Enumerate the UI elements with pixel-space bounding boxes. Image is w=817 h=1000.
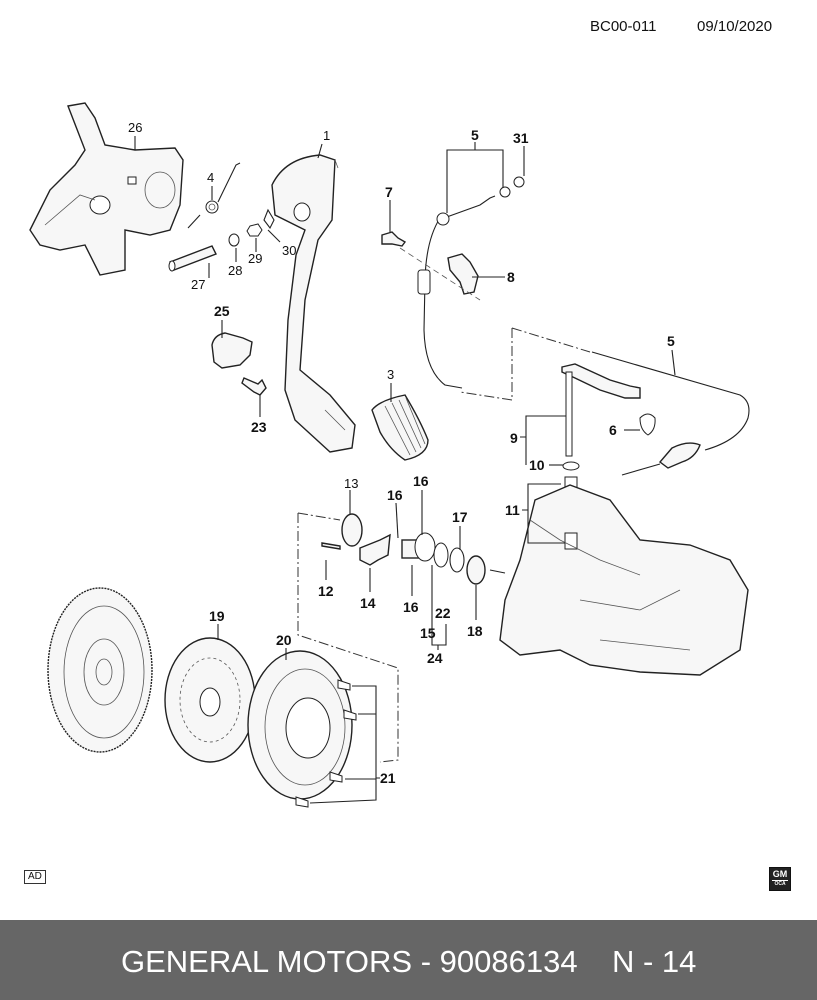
pressure-plate-part[interactable] [247, 650, 353, 800]
release-bearing-sleeve-part[interactable] [341, 513, 363, 547]
callout-1: 1 [323, 128, 330, 143]
transmission-part[interactable] [489, 484, 749, 676]
clutch-cable-upper-part[interactable] [417, 176, 525, 389]
assembly-boundary [297, 512, 399, 763]
callout-22: 22 [435, 605, 451, 621]
callout-29: 29 [248, 251, 262, 266]
washer-part[interactable] [228, 233, 240, 247]
diagram-date: 09/10/2020 [697, 18, 773, 35]
washer-part[interactable] [562, 461, 580, 471]
callout-21: 21 [380, 770, 396, 786]
o-ring-part[interactable] [449, 547, 465, 573]
release-fork-part[interactable] [359, 533, 391, 566]
bolt-part[interactable] [329, 771, 343, 783]
footer-page-number: N - 14 [612, 944, 697, 979]
callout-3: 3 [387, 367, 394, 382]
callout-16-c: 16 [403, 599, 419, 615]
clip-part[interactable] [639, 413, 656, 436]
callout-14: 14 [360, 595, 376, 611]
bolt-part[interactable] [337, 679, 351, 691]
nut-part[interactable] [246, 223, 263, 237]
callout-10: 10 [529, 457, 545, 473]
clutch-pedal-part[interactable] [271, 154, 356, 453]
callout-18: 18 [467, 623, 483, 639]
callout-12: 12 [318, 583, 334, 599]
callout-24: 24 [427, 650, 443, 666]
callout-26: 26 [128, 120, 142, 135]
callout-8: 8 [507, 269, 515, 285]
callout-19: 19 [209, 608, 225, 624]
assembly-boundary [459, 327, 591, 401]
switch-part[interactable] [211, 332, 253, 369]
callout-20: 20 [276, 632, 292, 648]
callout-16-a: 16 [387, 487, 403, 503]
callout-13: 13 [344, 476, 358, 491]
leader-lines [134, 136, 676, 804]
clip-part[interactable] [263, 208, 275, 230]
callout-4: 4 [207, 170, 214, 185]
bolt-part[interactable] [241, 377, 267, 396]
guide-bearing-part[interactable] [466, 555, 486, 585]
gm-logo-subtext: OCA [772, 880, 788, 888]
clutch-cable-lower-part[interactable] [591, 351, 750, 476]
footer-bar: GENERAL MOTORS - 90086134 N - 14 [0, 920, 817, 1000]
footer-title: GENERAL MOTORS - 90086134 [121, 944, 578, 979]
diagram-code: BC00-011 [590, 18, 657, 35]
callout-11: 11 [505, 502, 520, 518]
pin-part[interactable] [321, 542, 341, 550]
callout-6: 6 [609, 422, 617, 438]
callout-16-b: 16 [413, 473, 429, 489]
cable-bracket-part[interactable] [447, 253, 479, 295]
callout-25: 25 [214, 303, 230, 319]
gm-logo: GM OCA [769, 867, 791, 891]
pedal-pad-part[interactable] [371, 394, 429, 461]
pedal-bracket-part[interactable] [29, 102, 184, 276]
bolt-part[interactable] [343, 709, 357, 721]
callout-9: 9 [510, 430, 518, 446]
pivot-pin-part[interactable] [168, 245, 217, 272]
flywheel-part[interactable] [47, 587, 153, 753]
clutch-disc-part[interactable] [164, 637, 256, 763]
release-lever-part[interactable] [561, 363, 641, 457]
seal-part[interactable] [433, 542, 449, 568]
callout-31: 31 [513, 130, 529, 146]
ad-badge: AD [24, 870, 46, 884]
callout-30: 30 [282, 243, 296, 258]
release-bearing-part[interactable] [401, 532, 436, 562]
exploded-parts-diagram: 26 1 4 5 31 7 8 27 28 29 30 25 23 3 5 6 … [29, 102, 750, 808]
callout-5-lower: 5 [667, 333, 675, 349]
callout-15: 15 [420, 625, 436, 641]
callout-7: 7 [385, 184, 393, 200]
callout-17: 17 [452, 509, 468, 525]
bolt-part[interactable] [381, 231, 407, 247]
spring-part[interactable] [187, 162, 241, 229]
callout-28: 28 [228, 263, 242, 278]
callout-27: 27 [191, 277, 205, 292]
gm-logo-text: GM [772, 869, 788, 879]
callout-5: 5 [471, 127, 479, 143]
bolt-part[interactable] [295, 796, 309, 808]
callout-23: 23 [251, 419, 267, 435]
